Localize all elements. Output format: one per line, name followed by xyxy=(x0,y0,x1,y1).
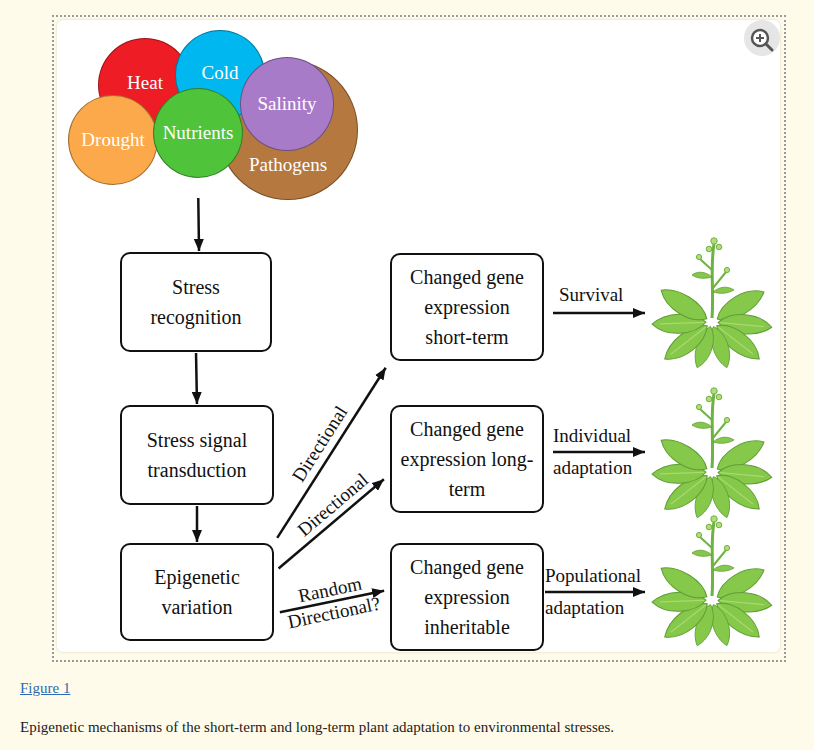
box-label: Epigenetic variation xyxy=(130,562,264,622)
zoom-icon xyxy=(744,20,780,56)
circle-label: Heat xyxy=(127,71,163,95)
process-box: Changed gene expression inheritable xyxy=(390,543,544,651)
figure-caption: Epigenetic mechanisms of the short-term … xyxy=(20,717,614,737)
stress-circle: Salinity xyxy=(240,57,334,151)
plant-illustrations xyxy=(652,238,773,648)
process-box: Epigenetic variation xyxy=(120,543,274,641)
circle-label: Salinity xyxy=(257,92,316,116)
outcome-label: Individual adaptation xyxy=(553,420,665,484)
figure-link: Figure 1 xyxy=(20,678,70,698)
connector-arrow xyxy=(196,506,199,542)
stress-circle: Drought xyxy=(68,95,158,185)
circle-label: Cold xyxy=(202,61,239,85)
outcome-label: Survival xyxy=(559,283,669,307)
circle-label: Pathogens xyxy=(249,153,327,177)
edge-label: Directional xyxy=(288,403,352,487)
outcome-arrows xyxy=(545,313,645,592)
process-box: Stress recognition xyxy=(120,252,272,352)
stress-circle: Nutrients xyxy=(153,88,243,178)
box-label: Changed gene expression short-term xyxy=(400,262,534,352)
box-label: Stress signal transduction xyxy=(130,425,264,485)
outcome-label: Populational adaptation xyxy=(545,560,657,624)
connector-arrow xyxy=(195,353,198,404)
circle-label: Nutrients xyxy=(163,121,234,145)
box-label: Stress recognition xyxy=(130,272,262,332)
connector-arrow xyxy=(197,198,200,251)
process-box: Changed gene expression long-term xyxy=(390,405,544,513)
box-label: Changed gene expression long-term xyxy=(400,414,534,504)
box-label: Changed gene expression inheritable xyxy=(400,552,534,642)
process-box: Changed gene expression short-term xyxy=(390,253,544,361)
process-box: Stress signal transduction xyxy=(120,405,274,505)
circle-label: Drought xyxy=(81,128,144,152)
